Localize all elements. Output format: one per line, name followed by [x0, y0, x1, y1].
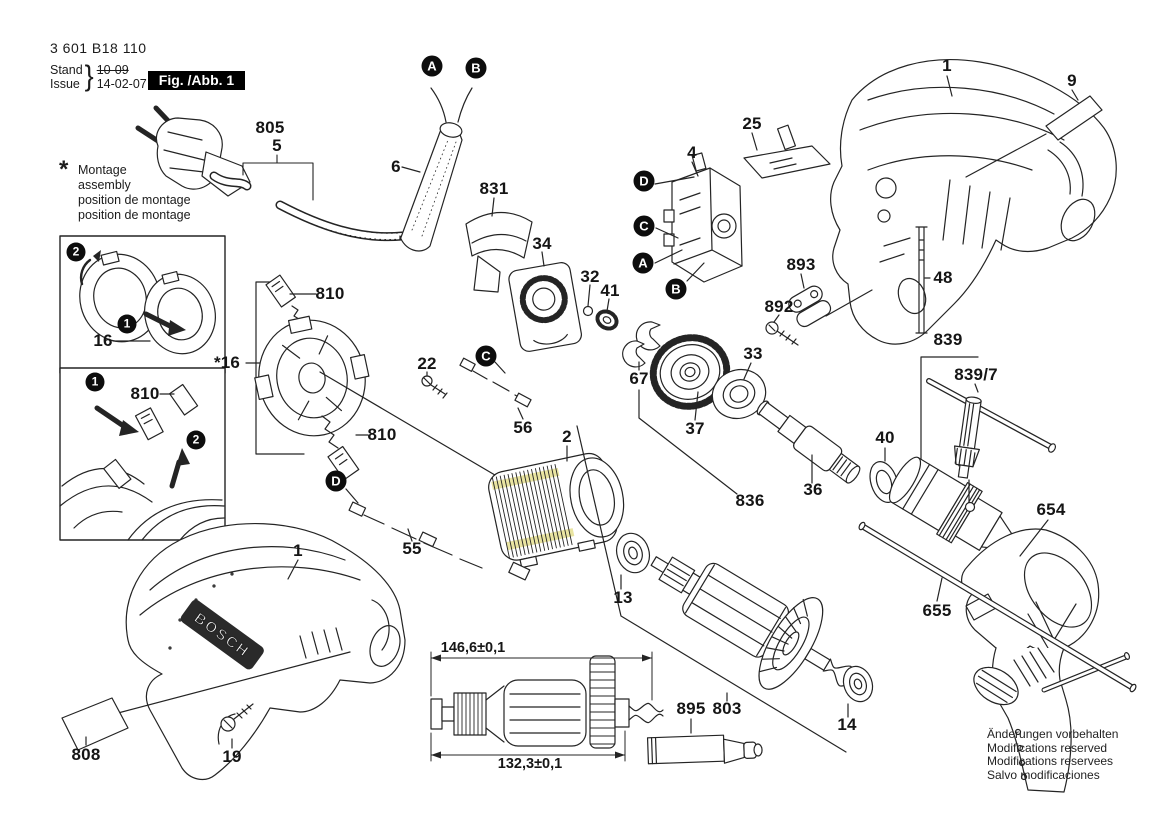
strain-relief-art — [399, 87, 473, 252]
sticker-9-art — [965, 89, 1103, 178]
grease-tube-art — [646, 718, 763, 765]
issue-value: 14-02-07 — [96, 76, 147, 91]
plate-34-art — [508, 251, 619, 352]
footer-line-4: Salvo modificaciones — [987, 767, 1100, 782]
armature-art — [576, 425, 874, 753]
document-part-number: 3 601 B18 110 — [50, 40, 147, 56]
inset-box-1 — [59, 235, 226, 374]
stand-value-old: 10-09 — [96, 62, 129, 77]
power-cord-art — [135, 105, 407, 242]
depth-rod-art — [858, 521, 1137, 693]
pin-48-art — [915, 226, 931, 334]
chuck-key-art — [920, 356, 1057, 479]
montage-asterisk: * — [59, 156, 69, 183]
slider-25-art — [743, 124, 831, 179]
footer-line-2: Modifications reserved — [987, 740, 1108, 755]
modifications-notice: Änderungen vorbehalten Modifications res… — [987, 727, 1119, 782]
cover-831-art — [465, 197, 533, 293]
revision-block: Stand Issue } 10-09 14-02-07 — [50, 60, 147, 92]
montage-line-4: position de montage — [78, 208, 191, 222]
brush-plate-art — [245, 274, 535, 499]
montage-line-2: assembly — [78, 178, 131, 192]
figure-title: Fig. /Abb. 1 — [148, 71, 245, 90]
drill-housing-art: BOSCH — [61, 523, 406, 781]
clamp-893-art — [765, 273, 873, 346]
footer-line-1: Änderungen vorbehalten — [987, 727, 1119, 741]
montage-line-3: position de montage — [78, 193, 191, 207]
aux-handle-art — [961, 519, 1131, 793]
housing-right-art — [830, 59, 1117, 345]
brace-glyph: } — [84, 60, 94, 92]
montage-note: Montage assembly position de montage pos… — [78, 163, 191, 223]
montage-line-1: Montage — [78, 163, 127, 177]
switch-art — [654, 152, 743, 283]
gear-train-art — [622, 321, 899, 503]
issue-label: Issue — [50, 76, 80, 91]
stator-art — [345, 357, 625, 581]
stand-label: Stand — [50, 62, 83, 77]
dimension-drawing-art — [430, 651, 664, 762]
footer-line-3: Modifications reservees — [987, 754, 1114, 768]
inset-box-2 — [59, 367, 226, 541]
